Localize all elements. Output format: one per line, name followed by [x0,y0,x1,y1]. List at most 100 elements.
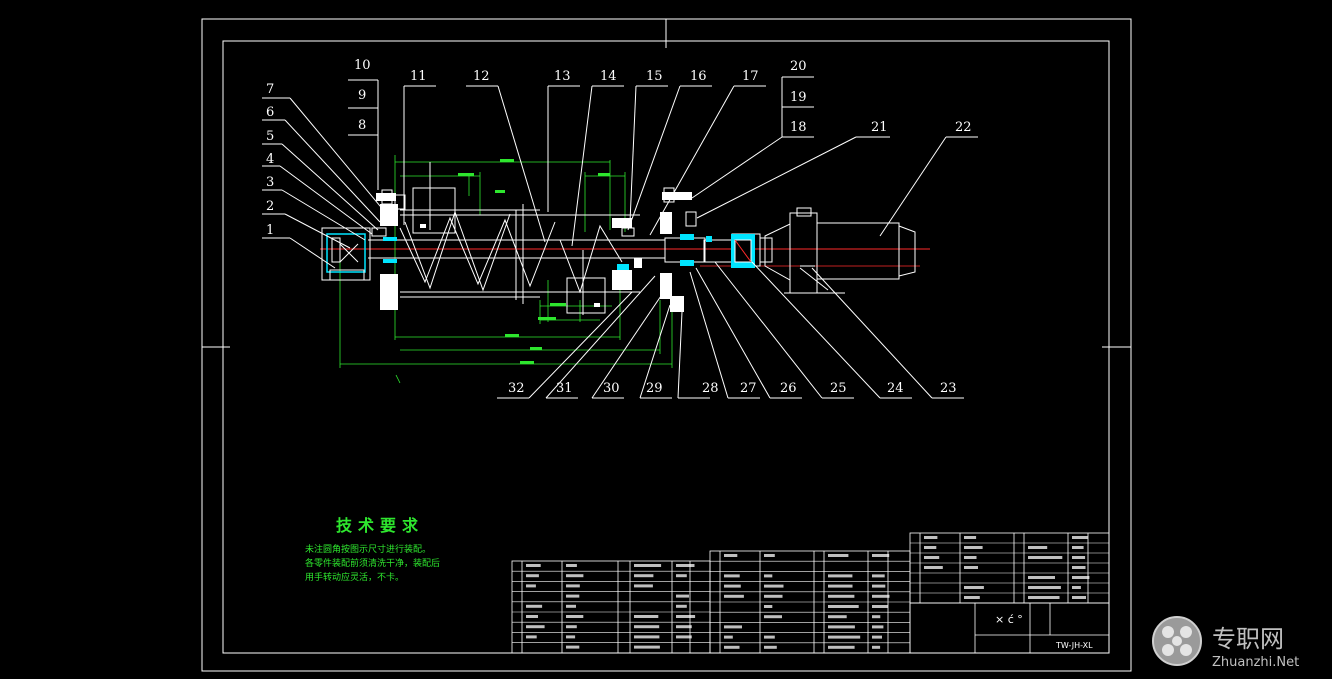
table-cell-text [566,615,584,618]
table-cell-text [764,615,782,619]
balloon-25: 25 [830,381,847,396]
table-cell-text [828,554,849,557]
balloon-27: 27 [740,381,757,396]
centering-marks [202,19,1131,348]
table-cell-text [724,635,733,639]
table-cell-text [964,586,984,589]
table-cell-text [924,566,943,569]
coupling [731,234,755,268]
balloons-left: 7 6 5 4 3 2 1 [266,82,274,238]
table-cell-text [764,584,784,588]
table-cell-text [872,584,886,588]
tech-req-line-1: 未注圆角按图示尺寸进行装配。 [305,543,431,555]
balloon-17: 17 [742,69,759,84]
balloon-12: 12 [473,69,490,84]
drive-motor [764,207,916,294]
balloon-5: 5 [266,129,274,144]
table-cell-text [566,645,580,649]
balloon-16: 16 [690,69,707,84]
balloon-9: 9 [358,88,366,103]
table-cell-text [828,625,855,629]
table-cell-text [828,615,847,619]
table-cell-text [724,574,740,578]
balloon-24: 24 [887,381,904,396]
table-cell-text [1072,536,1088,539]
table-cell-text [764,605,773,608]
table-cell-text [676,615,696,618]
balloon-6: 6 [266,105,274,120]
table-cell-text [1072,546,1084,549]
table-cell-text [924,546,937,549]
balloon-13: 13 [554,69,571,84]
table-cell-text [676,564,695,567]
table-cell-text [828,645,855,649]
tech-req-line-2: 各零件装配前须清洗干净，装配后 [305,557,440,569]
table-cell-text [1028,556,1063,559]
table-cell-text [1028,576,1055,579]
table-cell-text [676,625,692,629]
table-cell-text [872,554,890,557]
table-cell-text [526,564,541,567]
table-cell-text [964,596,980,599]
balloon-20: 20 [790,59,807,74]
table-cell-text [634,645,660,649]
balloon-11: 11 [410,69,427,84]
table-cell-text [1072,576,1090,579]
table-cell-text [526,615,538,618]
table-cell-text [924,536,938,539]
table-cell-text [1072,586,1081,589]
table-cell-text [676,594,689,598]
flange-bolts [371,187,697,237]
balloon-31: 31 [556,381,573,396]
trough-housing [400,162,640,315]
table-cell-text [872,635,882,639]
left-end-cap [321,227,371,281]
balloon-15: 15 [646,69,663,84]
balloon-29: 29 [646,381,663,396]
table-cell-text [724,645,740,649]
balloon-28: 28 [702,381,719,396]
table-cell-text [634,564,662,567]
balloon-23: 23 [940,381,957,396]
table-cell-text [764,635,775,639]
balloon-19: 19 [790,90,807,105]
table-cell-text [828,635,861,639]
table-cell-text [964,536,977,539]
tech-req-title: 技术要求 [336,516,424,535]
table-cell-text [724,554,738,557]
table-cell-text [566,625,577,629]
title-block-scale: × ć ° [995,613,1023,626]
balloon-18: 18 [790,120,807,135]
balloons-bottom: 32 31 30 29 28 27 26 25 24 23 [508,381,957,396]
table-cell-text [828,574,853,578]
balloon-22: 22 [955,120,972,135]
table-cell-text [676,574,687,578]
balloon-10: 10 [354,58,371,73]
dimension-values [458,159,610,364]
table-cell-text [964,546,983,549]
table-cell-text [764,645,777,649]
tech-req-line-3: 用手转动应灵活，不卡。 [305,571,404,583]
table-cell-text [964,556,977,559]
watermark-english: Zhuanzhi.Net [1212,655,1299,670]
title-block-drawing-number: TW-JH-XL [1055,641,1093,650]
balloon-30: 30 [603,381,620,396]
balloon-14: 14 [600,69,617,84]
table-cell-text [526,625,545,629]
table-cell-text [724,625,742,629]
balloons-top: 10 9 8 11 12 13 14 15 16 17 20 19 18 21 … [354,58,972,135]
table-cell-text [634,615,659,618]
table-cell-text [828,584,853,588]
table-cell-text [872,605,888,608]
table-cell-text [566,584,580,588]
table-cell-text [566,564,577,567]
table-cell-text [526,584,536,588]
table-cell-text [828,594,855,598]
table-cell-text [526,635,537,639]
table-cell-text [634,584,653,588]
table-cell-text [1072,596,1086,599]
table-cell-text [1028,596,1060,599]
parts-list-rows [512,542,1109,644]
table-cell-text [872,625,884,629]
